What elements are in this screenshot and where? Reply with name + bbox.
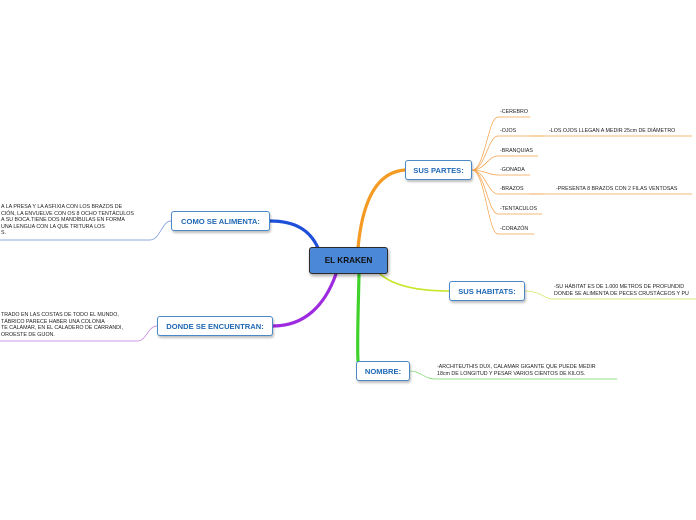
donde-line: TRADO EN LAS COSTAS DE TODO EL MUNDO,	[1, 312, 119, 318]
donde-line: TÁBRICO PARECE HABER UNA COLONIA	[1, 318, 105, 325]
nombre-detail-text[interactable]: -ARCHITEUTHIS DUX, CALAMAR GIGANTE QUE P…	[437, 364, 596, 377]
connector-sus-habitats	[379, 273, 450, 292]
leaf-corazon[interactable]: -CORAZÓN	[500, 226, 529, 232]
leaf-connector-ojos	[471, 135, 545, 171]
leaf-connector-cerebro	[471, 116, 531, 171]
connector-nombre	[355, 272, 361, 363]
leaf-connector-corazon	[471, 169, 535, 235]
connector-donde-se-encuentran	[271, 272, 338, 328]
branch-label-donde-se-encuentran: DONDE SE ENCUENTRAN:	[166, 321, 264, 331]
leaf-tentaculos[interactable]: -TENTACULOS	[500, 206, 537, 212]
alimenta-line: CIÓN, LA ENVUELVE CON OS 8 OCHO TENTÁCUL…	[1, 210, 134, 217]
central-topic-node[interactable]: EL KRAKEN	[309, 247, 388, 274]
alimenta-line: UNA LENGUA CON LA QUE TRITURA LOS	[1, 223, 105, 230]
alimenta-line: A LA PRESA Y LA ASFIXIA CON LOS BRAZOS D…	[1, 204, 123, 210]
donde-line: OROESTE DE GIJON.	[1, 331, 55, 338]
leaf-branquias[interactable]: -BRANQUIAS	[500, 148, 533, 154]
branch-label-como-se-alimenta: COMO SE ALIMENTA:	[181, 216, 260, 226]
nombre-line: 18cm DE LONGITUD Y PESAR VARIOS CIENTOS …	[437, 370, 586, 377]
alimenta-line: A SU BOCA.TIENE DOS MANDÍBULAS EN FORMA	[1, 217, 125, 224]
donde-line: TE CALAMAR, EN EL CALADERO DE CARRANDI,	[1, 325, 123, 332]
leaf-brazos-detail[interactable]: -PRESENTA 8 BRAZOS CON 2 FILAS VENTOSAS	[556, 186, 678, 192]
leaf-brazos[interactable]: -BRAZOS	[500, 186, 524, 192]
branch-node-sus-habitats[interactable]: SUS HABITATS:	[449, 281, 525, 301]
central-topic-label: EL KRAKEN	[324, 256, 373, 265]
nombre-line: -ARCHITEUTHIS DUX, CALAMAR GIGANTE QUE P…	[437, 364, 596, 370]
habitats-line: DONDE SE ALIMENTA DE PECES CRUSTÁCEOS Y …	[554, 290, 689, 297]
detail-connector-nombre	[409, 370, 618, 380]
donde-detail-text[interactable]: TRADO EN LAS COSTAS DE TODO EL MUNDO, TÁ…	[1, 312, 123, 338]
branch-node-donde-se-encuentran[interactable]: DONDE SE ENCUENTRAN:	[157, 316, 273, 336]
leaf-cerebro[interactable]: -CEREBRO	[500, 109, 528, 115]
connector-como-se-alimenta	[268, 219, 320, 250]
branch-label-sus-partes: SUS PARTES:	[413, 165, 464, 175]
leaf-gonada[interactable]: -GONADA	[500, 167, 525, 173]
leaf-connector-brazos	[471, 169, 544, 195]
leaf-connector-gonada	[471, 169, 531, 176]
leaf-connector-tentaculos	[471, 169, 543, 215]
branch-node-nombre[interactable]: NOMBRE:	[356, 361, 410, 381]
branch-node-como-se-alimenta[interactable]: COMO SE ALIMENTA:	[171, 211, 270, 231]
branch-label-sus-habitats: SUS HABITATS:	[458, 286, 516, 296]
connector-sus-partes	[356, 168, 407, 250]
branch-label-nombre: NOMBRE:	[364, 366, 402, 376]
detail-connector-donde	[0, 325, 158, 342]
alimenta-line: S.	[1, 230, 7, 237]
alimenta-detail-text[interactable]: A LA PRESA Y LA ASFIXIA CON LOS BRAZOS D…	[1, 204, 134, 237]
detail-connector-habitats	[524, 290, 696, 300]
habitats-detail-text[interactable]: -SU HÁBITAT ES DE 1.000 METROS DE PROFUN…	[554, 284, 689, 297]
branch-node-sus-partes[interactable]: SUS PARTES:	[405, 160, 472, 180]
leaf-ojos-detail[interactable]: -LOS OJOS LLEGAN A MEDIR 25cm DE DIÁMETR…	[549, 128, 676, 134]
habitats-line: -SU HÁBITAT ES DE 1.000 METROS DE PROFUN…	[554, 284, 685, 290]
detail-connector-alimenta	[0, 220, 172, 241]
leaf-ojos[interactable]: -OJOS	[500, 128, 517, 134]
leaf-connector-branquias	[471, 155, 539, 171]
